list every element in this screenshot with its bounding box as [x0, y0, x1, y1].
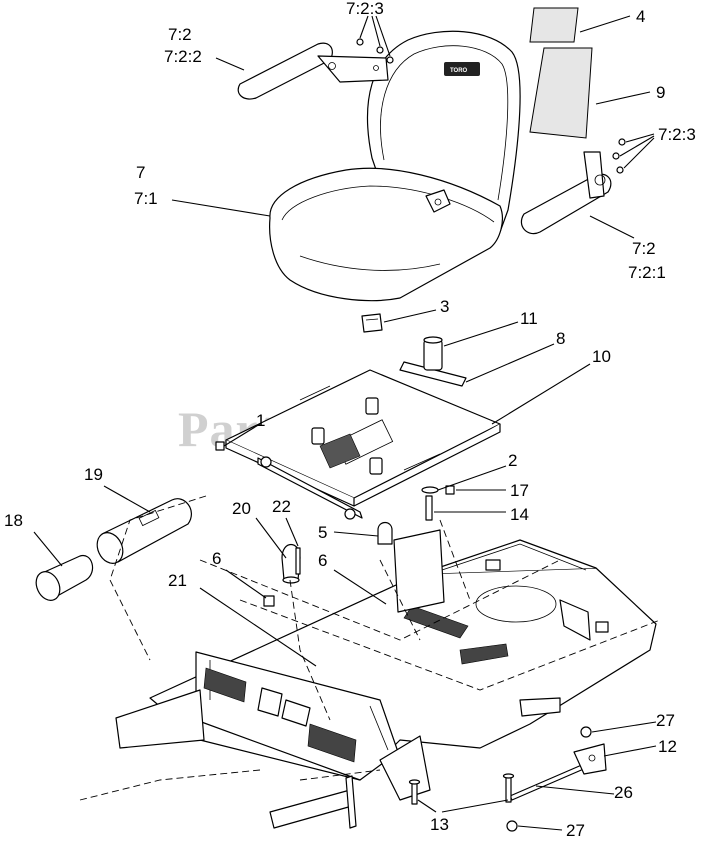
- callout-7-2-3-top: 7:2:3: [346, 0, 384, 18]
- nut-27-top: [580, 726, 592, 738]
- callout-3: 3: [440, 297, 449, 316]
- callout-5: 5: [318, 523, 327, 542]
- spacer-11: [423, 336, 443, 371]
- callout-labels: 7:2:3 7:2 7:2:2 4 9 7:2:3 7 7:1 7:2 7:2:…: [4, 0, 696, 840]
- callout-1: 1: [256, 411, 265, 430]
- callout-7-2-3-right: 7:2:3: [658, 125, 696, 144]
- callout-7-2-2: 7:2:2: [164, 47, 202, 66]
- callout-22: 22: [272, 497, 291, 516]
- screw-22: [295, 547, 301, 575]
- callout-11: 11: [520, 309, 538, 328]
- callout-2: 2: [508, 451, 517, 470]
- callout-8: 8: [556, 329, 565, 348]
- leader-lines: [33, 15, 657, 831]
- callout-7-2-a: 7:2: [168, 25, 192, 44]
- callout-27-a: 27: [656, 711, 675, 730]
- callout-7: 7: [136, 163, 145, 182]
- callout-21: 21: [168, 571, 187, 590]
- callout-19: 19: [84, 465, 103, 484]
- seat: TORO: [269, 30, 521, 302]
- bracket-12: [573, 743, 607, 775]
- callout-4: 4: [636, 7, 645, 26]
- decal-9: [529, 47, 593, 139]
- slide-plate-8: [399, 361, 467, 387]
- callout-7-1: 7:1: [134, 189, 158, 208]
- rod-26: [509, 763, 587, 801]
- decal-4: [529, 7, 579, 43]
- callout-9: 9: [656, 83, 665, 102]
- hardware-7-2-3-right: [612, 138, 626, 174]
- callout-10: 10: [592, 347, 611, 366]
- nut-1: [215, 441, 225, 451]
- nut-27-bottom: [506, 820, 518, 832]
- bumper-5: [377, 521, 393, 545]
- callout-12: 12: [658, 737, 677, 756]
- callout-17: 17: [510, 481, 529, 500]
- callout-7-2-b: 7:2: [632, 239, 656, 258]
- seat-plate: [225, 369, 501, 520]
- tube-18: [35, 554, 94, 601]
- callout-6-a: 6: [212, 549, 221, 568]
- hardware-7-2-3-top: [356, 38, 394, 64]
- washer-2: [421, 486, 439, 494]
- callout-7-2-1: 7:2:1: [628, 263, 666, 282]
- seat-switch: [361, 313, 383, 333]
- right-armrest: [520, 151, 612, 235]
- nut-6-left: [263, 595, 275, 607]
- callout-18: 18: [4, 511, 23, 530]
- seat-badge: [444, 62, 480, 76]
- tube-19: [96, 498, 193, 564]
- callout-26: 26: [614, 783, 633, 802]
- callout-27-b: 27: [566, 821, 585, 840]
- callout-6-b: 6: [318, 551, 327, 570]
- frame: [79, 495, 661, 829]
- seat-badge-text: TORO: [450, 68, 468, 74]
- left-armrest: [237, 42, 389, 100]
- callout-14: 14: [510, 505, 529, 524]
- callout-13: 13: [430, 815, 449, 834]
- bolt-14: [425, 495, 433, 521]
- bolts-13: [408, 773, 515, 805]
- callout-20: 20: [232, 499, 251, 518]
